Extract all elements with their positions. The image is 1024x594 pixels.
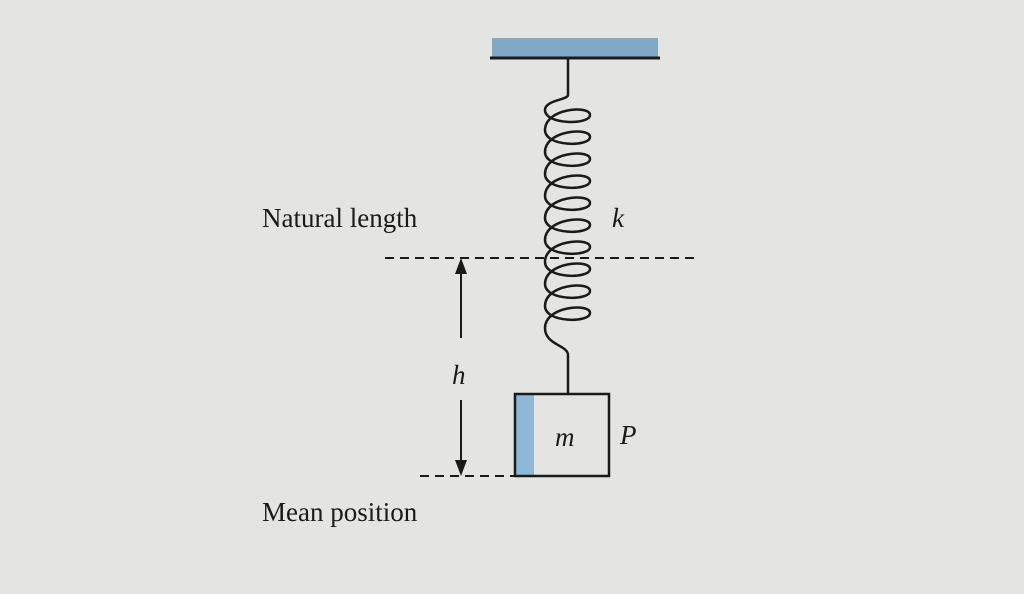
mean-position-label: Mean position (262, 497, 418, 527)
ceiling-support (492, 38, 658, 58)
spring-constant-label: k (612, 203, 624, 233)
arrow-up-icon (455, 258, 467, 274)
block-shade (516, 395, 534, 475)
spring (543, 58, 592, 393)
arrow-down-icon (455, 460, 467, 476)
mass-block (513, 392, 611, 478)
mass-label: m (555, 422, 575, 452)
displacement-label: h (452, 360, 466, 390)
natural-length-label: Natural length (262, 203, 418, 233)
point-label: P (620, 420, 637, 450)
